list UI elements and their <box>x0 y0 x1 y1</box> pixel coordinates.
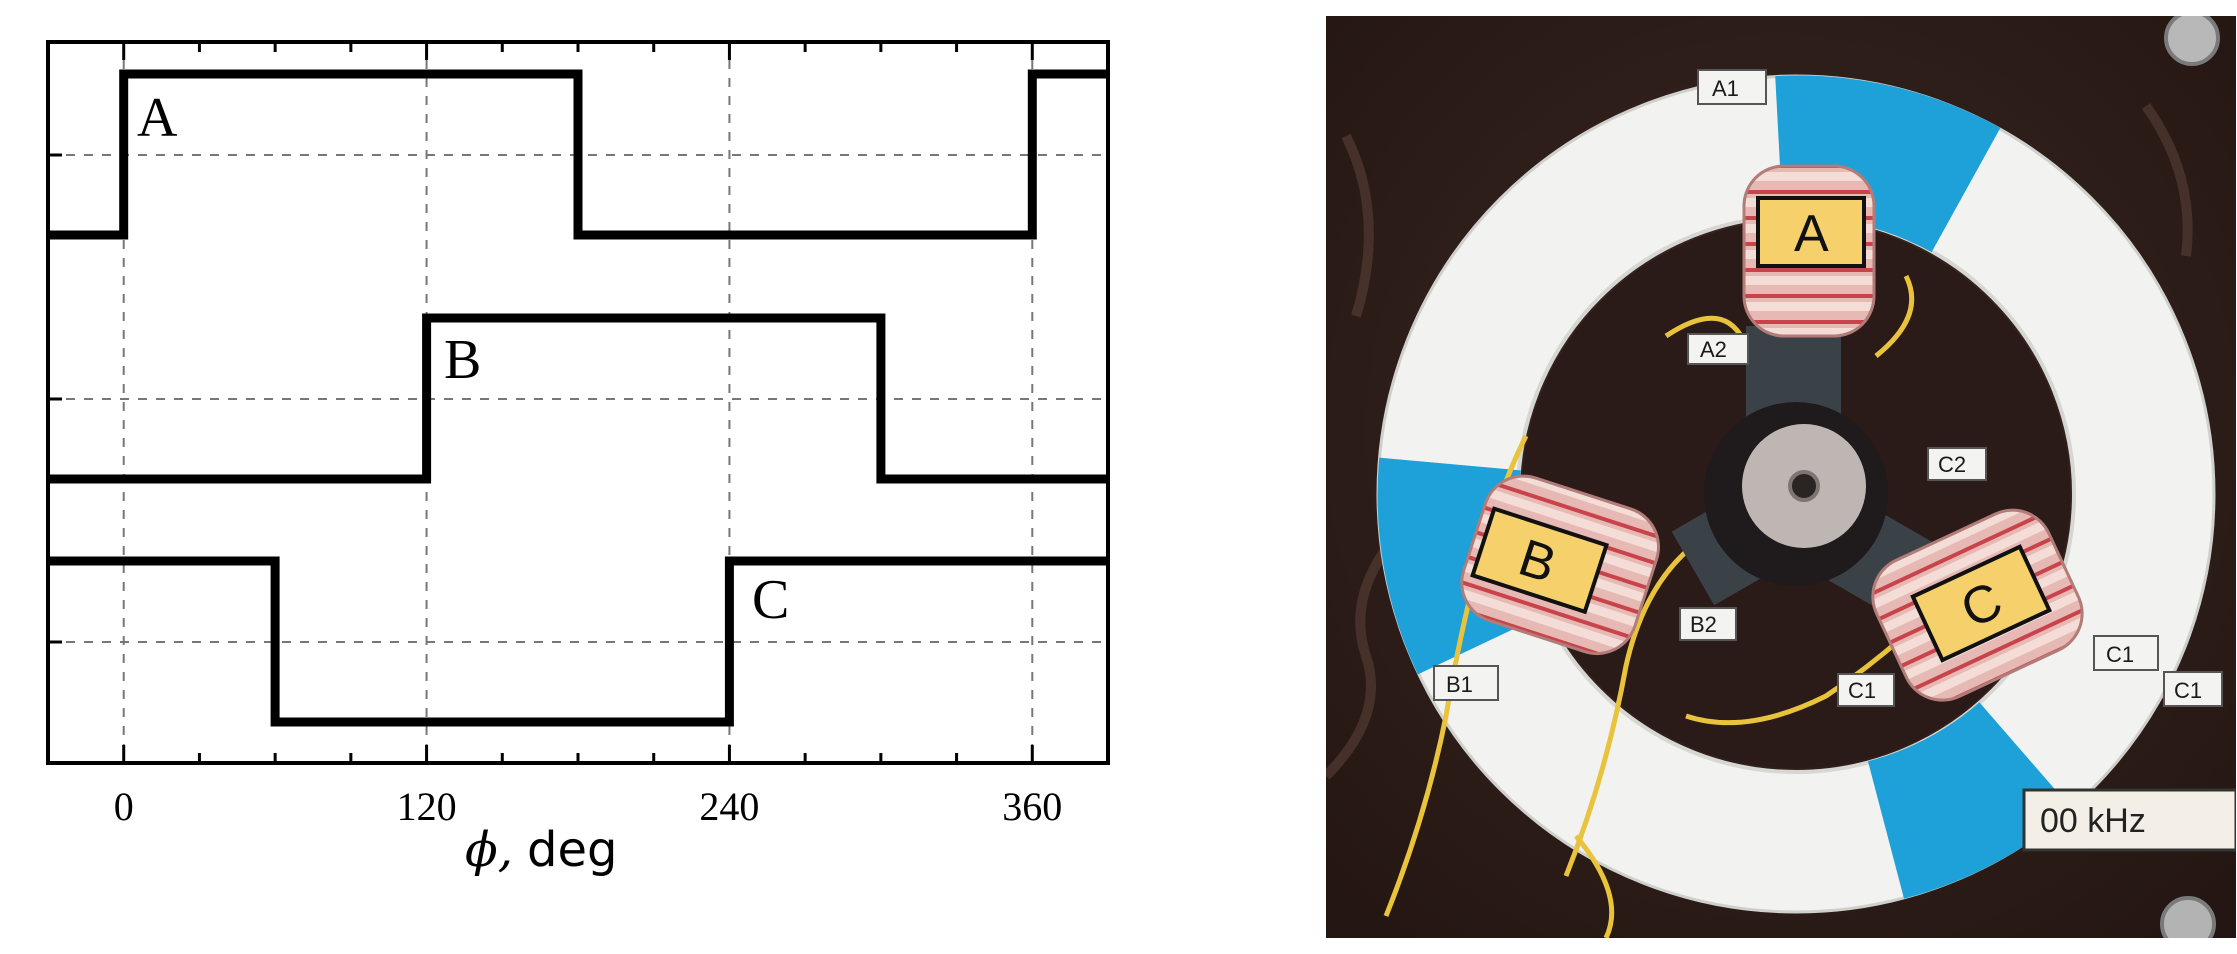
frequency-label: 00 kHz <box>2040 802 2146 840</box>
x-tick-label-0: 0 <box>114 784 134 829</box>
frequency-plate <box>2022 788 2236 852</box>
x-axis-unit: deg <box>527 822 617 878</box>
terminal-label-c1-edge: C1 <box>2174 678 2202 703</box>
x-tick-labels: 0 120 240 360 <box>114 784 1063 829</box>
terminal-label-c2: C2 <box>1938 452 1966 477</box>
corner-screw-top <box>2164 16 2220 66</box>
x-tick-label-2: 240 <box>699 784 759 829</box>
terminal-label-b2: B2 <box>1690 612 1717 637</box>
coil-a: A <box>1742 164 1876 338</box>
coil-a-label-tag <box>1756 196 1866 268</box>
series-c-line <box>48 556 1108 727</box>
coil-b: B <box>1460 474 1661 656</box>
shaft <box>1788 470 1820 502</box>
series-label-c: C <box>752 569 789 631</box>
stator-photo: A B C A1 A2 B1 B2 C1 C1 C2 C1 00 kHz <box>1326 16 2236 938</box>
series-a-line <box>48 69 1108 240</box>
x-axis-title: ϕ,deg <box>465 822 617 878</box>
terminal-label-c1: C1 <box>2106 642 2134 667</box>
chart-series <box>48 69 1108 727</box>
terminal-label-c1-inner: C1 <box>1848 678 1876 703</box>
terminal-label-a2: A2 <box>1700 337 1727 362</box>
board-pattern <box>1326 103 2193 780</box>
coil-c: C <box>1871 508 2084 702</box>
corner-screw-bottom <box>2160 896 2216 938</box>
chart-ticks <box>48 42 1034 763</box>
terminal-labels: A1 A2 B1 B2 C1 C1 C2 C1 <box>1433 69 2223 707</box>
terminal-label-b1: B1 <box>1446 672 1473 697</box>
x-axis-symbol: ϕ, <box>465 822 513 878</box>
coil-b-label-tag <box>1470 506 1610 615</box>
coil-c-label-tag <box>1910 544 2053 663</box>
terminal-label-a1: A1 <box>1712 76 1739 101</box>
coil-a-label: A <box>1794 205 1829 263</box>
series-label-b: B <box>444 329 481 391</box>
series-b-line <box>48 313 1108 484</box>
stator-core <box>1671 326 1941 621</box>
x-tick-label-1: 120 <box>397 784 457 829</box>
blue-tape-segments <box>1377 75 2073 899</box>
x-tick-label-3: 360 <box>1002 784 1062 829</box>
series-label-a: A <box>137 87 178 149</box>
phase-waveform-chart: 0 120 240 360 A B C ϕ,deg <box>46 40 1110 878</box>
